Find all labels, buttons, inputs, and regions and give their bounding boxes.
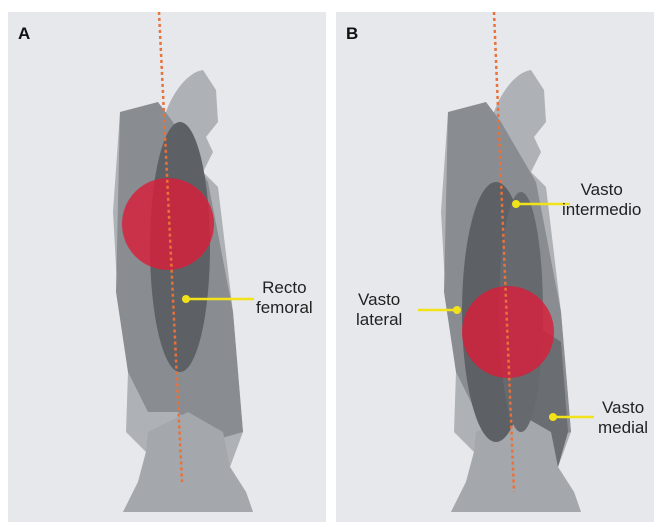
label-medial-line1: Vasto	[598, 398, 648, 418]
label-intermedio-line2: intermedio	[562, 200, 641, 220]
panel-b-illustration	[336, 12, 654, 522]
pointer-medial-dot	[549, 413, 557, 421]
label-recto-line1: Recto	[256, 278, 313, 298]
label-intermedio-line1: Vasto	[562, 180, 641, 200]
panel-letter: A	[18, 24, 30, 44]
label-recto-femoral: Recto femoral	[256, 278, 313, 318]
pointer-lateral-dot	[453, 306, 461, 314]
pointer-intermedio-dot	[512, 200, 520, 208]
panel-a: A Recto femoral	[8, 12, 326, 522]
label-vasto-intermedio: Vasto intermedio	[562, 180, 641, 220]
pointer-recto-dot	[182, 295, 190, 303]
panel-a-illustration	[8, 12, 326, 522]
label-medial-line2: medial	[598, 418, 648, 438]
label-vasto-medial: Vasto medial	[598, 398, 648, 438]
panel-letter: B	[346, 24, 358, 44]
label-lateral-line2: lateral	[356, 310, 402, 330]
label-vasto-lateral: Vasto lateral	[356, 290, 402, 330]
panel-b: B Vasto intermedio Vasto lateral Vasto m…	[336, 12, 654, 522]
label-lateral-line1: Vasto	[356, 290, 402, 310]
label-recto-line2: femoral	[256, 298, 313, 318]
